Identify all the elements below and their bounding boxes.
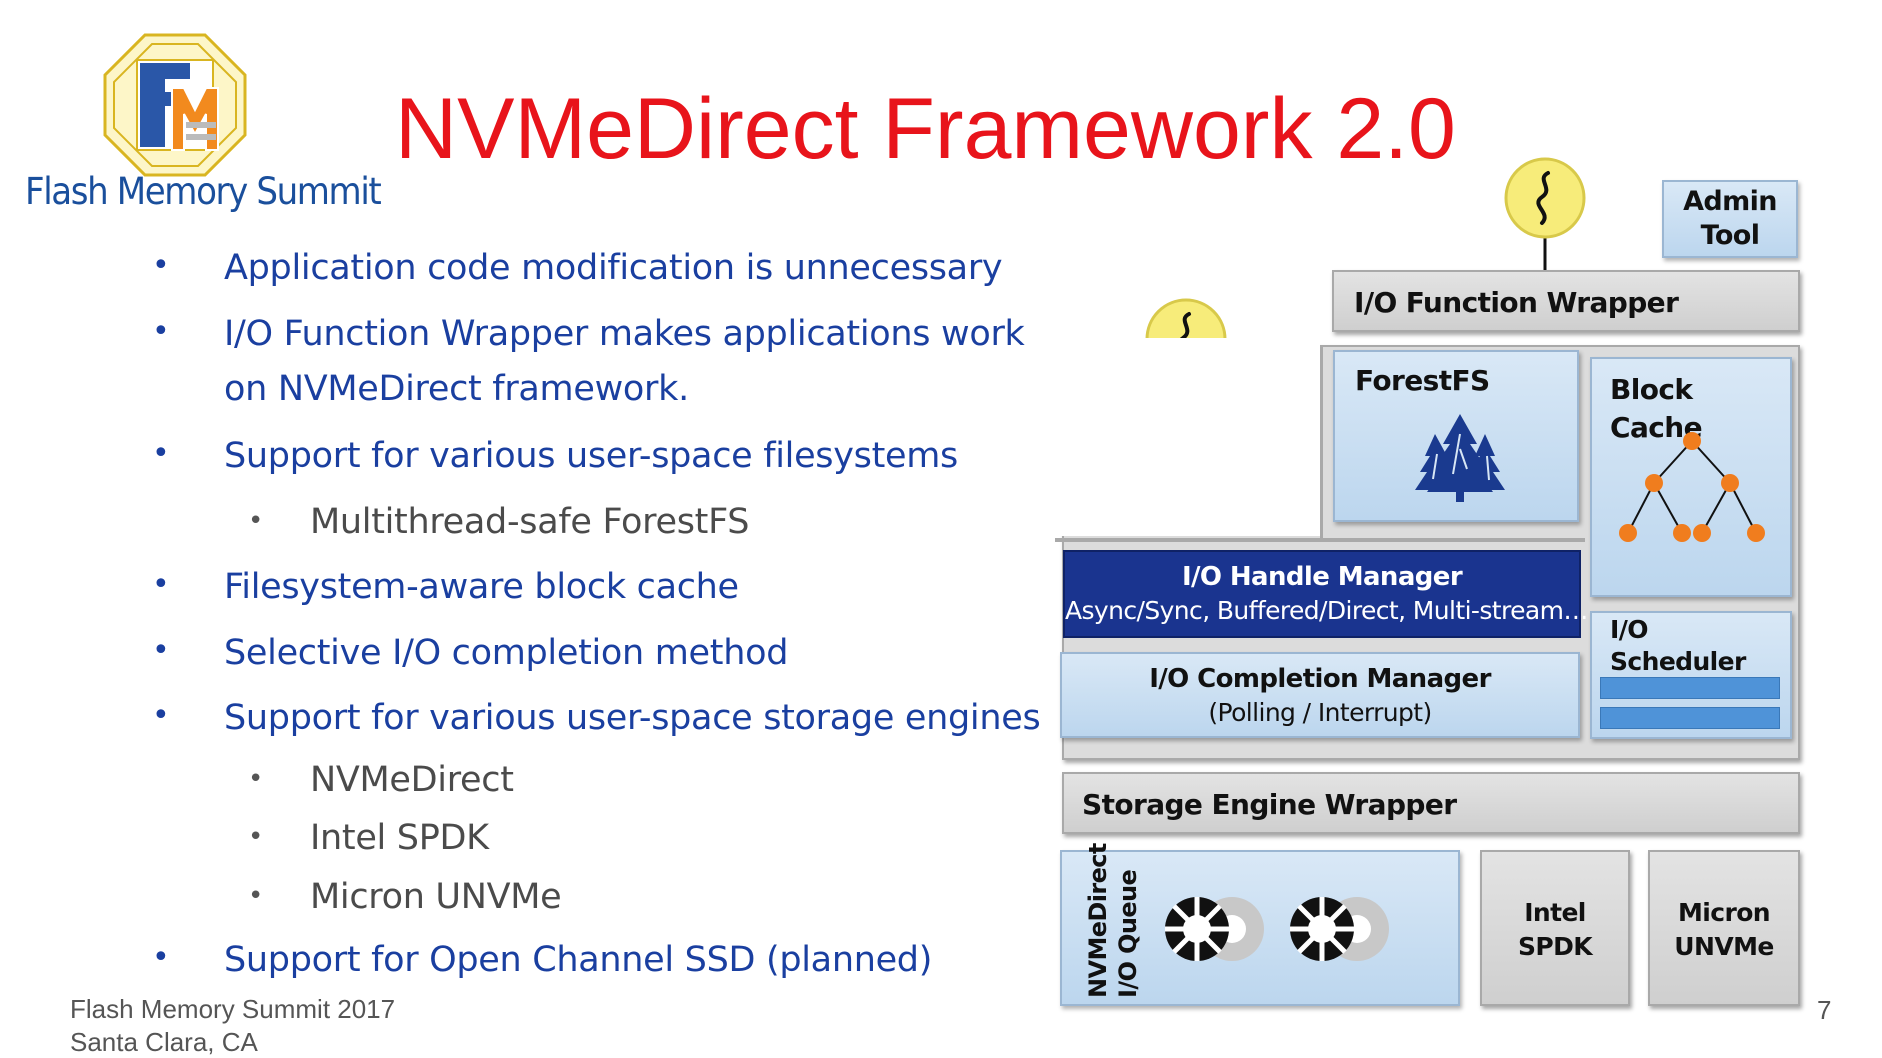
- nvmedirect-queue-box: NVMeDirect I/O Queue: [1060, 843, 1460, 1006]
- forestfs-label: ForestFS: [1355, 364, 1490, 397]
- footer-event: Flash Memory Summit 2017: [70, 994, 396, 1024]
- io-completion-manager-title: I/O Completion Manager: [1149, 664, 1491, 694]
- bullet-text: Intel SPDK: [310, 818, 489, 858]
- nvmedirect-queue-label: NVMeDirect I/O Queue: [1084, 843, 1154, 998]
- io-function-wrapper-box: I/O Function Wrapper: [1332, 270, 1800, 332]
- block-cache-box: Block Cache: [1590, 357, 1792, 597]
- bullet-dot: •: [248, 881, 264, 911]
- admin-tool-box: Admin Tool: [1662, 180, 1798, 258]
- bullet-dot: •: [248, 506, 264, 536]
- bullet-dot: •: [248, 822, 264, 852]
- bullet-text: on NVMeDirect framework.: [224, 369, 689, 409]
- bullet-text: Filesystem-aware block cache: [224, 567, 739, 607]
- scheduler-queue-bar: [1600, 677, 1780, 699]
- container-edge: [1055, 538, 1585, 542]
- bullet-dot: •: [152, 940, 170, 975]
- bullet-text: I/O Function Wrapper makes applications …: [224, 314, 1025, 354]
- container-cutout: [1055, 338, 1320, 536]
- intel-spdk-box: Intel SPDK: [1480, 850, 1630, 1006]
- io-handle-manager-title: I/O Handle Manager: [1181, 562, 1463, 592]
- nvmedirect-label: NVMeDirect: [1084, 843, 1112, 998]
- logo-text: Flash Memory Summit: [25, 170, 382, 213]
- io-handle-manager-box: I/O Handle Manager Async/Sync, Buffered/…: [1063, 550, 1588, 638]
- io-completion-manager-subtitle: (Polling / Interrupt): [1208, 698, 1432, 727]
- bullet-dot: •: [152, 248, 170, 283]
- bullet-dot: •: [152, 436, 170, 471]
- io-function-wrapper-label: I/O Function Wrapper: [1354, 286, 1679, 319]
- bullet-text: Multithread-safe ForestFS: [310, 502, 750, 542]
- io-handle-manager-subtitle: Async/Sync, Buffered/Direct, Multi-strea…: [1065, 596, 1588, 625]
- thread-icon: [1504, 157, 1586, 239]
- storage-engine-wrapper-box: Storage Engine Wrapper: [1062, 772, 1800, 834]
- page-number: 7: [1817, 995, 1832, 1025]
- admin-tool-label-1: Admin: [1683, 186, 1777, 217]
- scheduler-queue-bar: [1600, 707, 1780, 729]
- ring-queue-icon: [1165, 897, 1264, 961]
- bullet-text: Support for Open Channel SSD (planned): [224, 940, 933, 980]
- bullet-dot: •: [152, 314, 170, 349]
- forestfs-box: ForestFS: [1333, 350, 1579, 522]
- admin-tool-label-2: Tool: [1700, 220, 1760, 251]
- footer: Flash Memory Summit 2017 Santa Clara, CA: [70, 993, 395, 1058]
- bullet-dot: •: [152, 633, 170, 668]
- micron-unvme-label-2: UNVMe: [1674, 932, 1774, 961]
- container-edge: [1320, 345, 1323, 540]
- flash-memory-summit-logo: Flash Memory Summit: [20, 30, 382, 230]
- footer-location: Santa Clara, CA: [70, 1027, 258, 1057]
- bullet-text: Support for various user-space filesyste…: [224, 436, 958, 476]
- bullet-text: Micron UNVMe: [310, 877, 562, 917]
- bullet-text: Support for various user-space storage e…: [224, 698, 1041, 738]
- bullet-dot: •: [152, 698, 170, 733]
- micron-unvme-label-1: Micron: [1678, 898, 1771, 927]
- intel-spdk-label-2: SPDK: [1517, 932, 1593, 961]
- slide-title: NVMeDirect Framework 2.0: [395, 81, 1456, 177]
- tree-icon: [1415, 414, 1505, 502]
- bullet-text: NVMeDirect: [310, 760, 514, 800]
- bullet-text: Application code modification is unneces…: [224, 248, 1003, 288]
- bullet-text: Selective I/O completion method: [224, 633, 789, 673]
- io-scheduler-box: I/O Scheduler: [1590, 611, 1792, 739]
- block-cache-label-1: Block: [1610, 373, 1693, 406]
- io-queue-label: I/O Queue: [1114, 869, 1142, 998]
- ring-queue-icon: [1290, 897, 1389, 961]
- io-completion-manager-box: I/O Completion Manager (Polling / Interr…: [1060, 652, 1580, 738]
- tree-structure-icon: [1619, 432, 1765, 542]
- storage-engine-wrapper-label: Storage Engine Wrapper: [1082, 788, 1457, 821]
- intel-spdk-label-1: Intel: [1524, 898, 1586, 927]
- fms-logo-icon: [103, 33, 247, 177]
- io-scheduler-label-1: I/O: [1610, 615, 1648, 644]
- io-scheduler-label-2: Scheduler: [1610, 647, 1746, 676]
- bullet-dot: •: [248, 764, 264, 794]
- bullet-dot: •: [152, 567, 170, 602]
- micron-unvme-box: Micron UNVMe: [1648, 850, 1800, 1006]
- ring-queue-icons: [1165, 897, 1389, 961]
